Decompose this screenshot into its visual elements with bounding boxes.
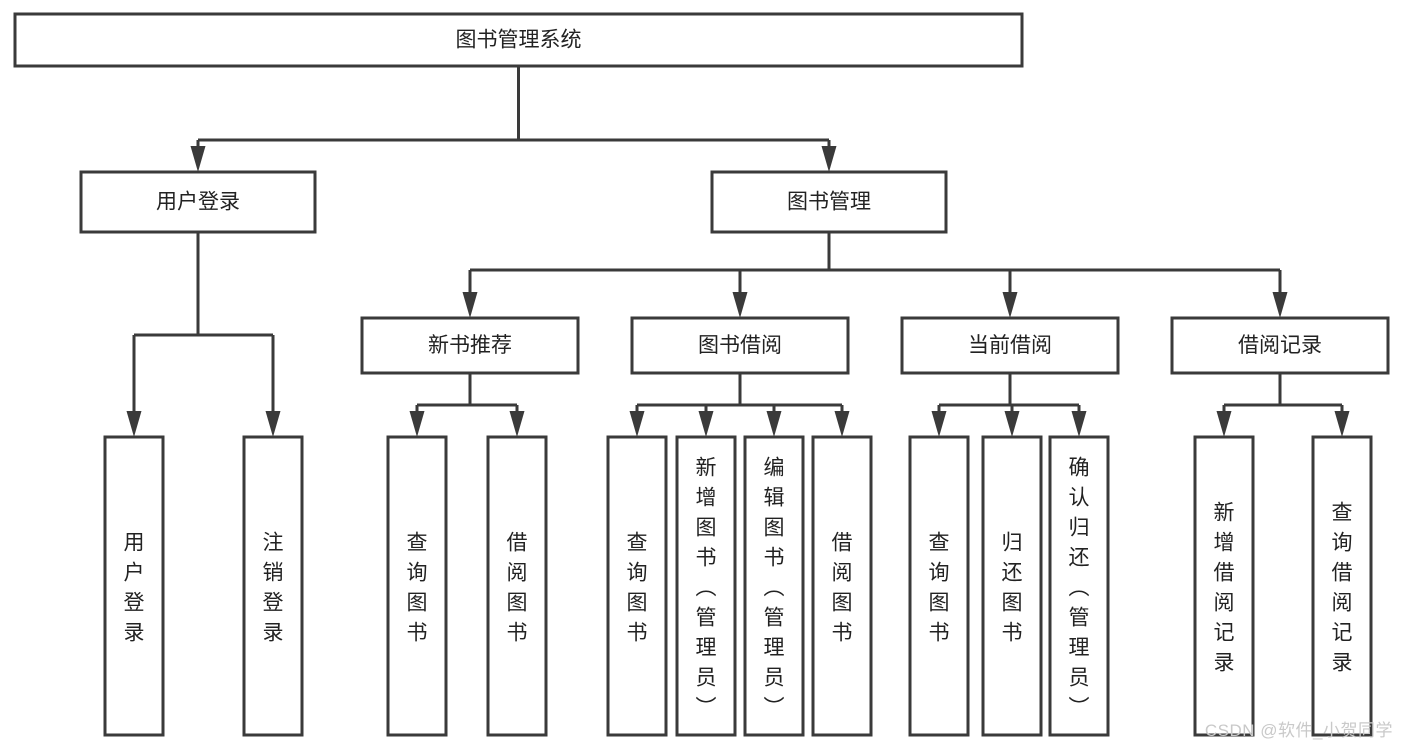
node-label: 图书管理系统 (456, 29, 582, 52)
node-user-login[interactable]: 用户登录 (79, 170, 317, 234)
node-label: 注销登录 (263, 531, 284, 644)
node-label: 图书管理 (787, 191, 871, 214)
node-box[interactable] (1311, 435, 1373, 737)
node-label: 图书借阅 (698, 334, 782, 357)
node-box[interactable] (1170, 316, 1390, 375)
node-box[interactable] (675, 435, 737, 737)
connector-group-book-manage (462, 232, 1288, 318)
node-box[interactable] (606, 435, 668, 737)
node-leaf-user-login[interactable]: 用户登录 (103, 435, 165, 737)
node-box[interactable] (486, 435, 548, 737)
arrowhead-icon (1002, 292, 1018, 318)
arrowhead-icon (1071, 411, 1087, 437)
node-label: 借阅图书 (832, 531, 853, 644)
node-box[interactable] (811, 435, 873, 737)
connector-group-user-login (126, 232, 281, 437)
node-book-manage[interactable]: 图书管理 (710, 170, 948, 234)
node-box[interactable] (710, 170, 948, 234)
arrowhead-icon (1216, 411, 1232, 437)
node-new-book-recommend[interactable]: 新书推荐 (360, 316, 580, 375)
node-box[interactable] (360, 316, 580, 375)
node-current-borrow[interactable]: 当前借阅 (900, 316, 1120, 375)
node-book-borrow[interactable]: 图书借阅 (630, 316, 850, 375)
connector-group-root (190, 66, 837, 172)
connector-layer (126, 66, 1350, 437)
connector-group-current-borrow (931, 373, 1087, 437)
node-label: 查询图书 (407, 531, 428, 644)
arrowhead-icon (698, 411, 714, 437)
arrowhead-icon (821, 146, 837, 172)
node-leaf-borrow-book-rec[interactable]: 借阅图书 (486, 435, 548, 737)
node-label: 新书推荐 (428, 334, 512, 357)
node-label: 归还图书 (1002, 531, 1023, 644)
node-box[interactable] (386, 435, 448, 737)
node-box[interactable] (908, 435, 970, 737)
node-box[interactable] (900, 316, 1120, 375)
node-box[interactable] (1048, 435, 1110, 737)
arrowhead-icon (126, 411, 142, 437)
node-leaf-add-book[interactable]: 新增图书︵管理员︶ (675, 435, 737, 737)
arrowhead-icon (409, 411, 425, 437)
arrowhead-icon (732, 292, 748, 318)
node-label: 新增借阅记录 (1214, 501, 1235, 674)
arrowhead-icon (1334, 411, 1350, 437)
node-box[interactable] (630, 316, 850, 375)
arrowhead-icon (265, 411, 281, 437)
connector-group-borrow-record (1216, 373, 1350, 437)
node-layer: 图书管理系统用户登录图书管理新书推荐图书借阅当前借阅借阅记录用户登录注销登录查询… (13, 12, 1390, 737)
arrowhead-icon (629, 411, 645, 437)
node-box[interactable] (79, 170, 317, 234)
connector-group-book-borrow (629, 373, 850, 437)
arrowhead-icon (834, 411, 850, 437)
node-borrow-record[interactable]: 借阅记录 (1170, 316, 1390, 375)
connector-group-new-book-recommend (409, 373, 525, 437)
node-label: 编辑图书︵管理员︶ (764, 456, 785, 719)
node-leaf-edit-book[interactable]: 编辑图书︵管理员︶ (743, 435, 805, 737)
node-leaf-logout[interactable]: 注销登录 (242, 435, 304, 737)
node-leaf-query-book-rec[interactable]: 查询图书 (386, 435, 448, 737)
node-box[interactable] (103, 435, 165, 737)
node-label: 当前借阅 (968, 334, 1052, 357)
node-label: 新增图书︵管理员︶ (696, 456, 717, 719)
node-label: 借阅图书 (507, 531, 528, 644)
arrowhead-icon (1004, 411, 1020, 437)
node-leaf-borrow-book[interactable]: 借阅图书 (811, 435, 873, 737)
node-label: 确认归还︵管理员︶ (1069, 456, 1090, 719)
node-label: 用户登录 (156, 191, 240, 214)
arrowhead-icon (1272, 292, 1288, 318)
node-label: 查询图书 (929, 531, 950, 644)
arrowhead-icon (462, 292, 478, 318)
node-label: 用户登录 (124, 531, 145, 644)
node-leaf-query-book-borrow[interactable]: 查询图书 (606, 435, 668, 737)
node-label: 查询图书 (627, 531, 648, 644)
node-root[interactable]: 图书管理系统 (13, 12, 1024, 68)
node-leaf-confirm-return[interactable]: 确认归还︵管理员︶ (1048, 435, 1110, 737)
node-box[interactable] (981, 435, 1043, 737)
node-leaf-query-borrow-record[interactable]: 查询借阅记录 (1311, 435, 1373, 737)
node-box[interactable] (743, 435, 805, 737)
node-box[interactable] (1193, 435, 1255, 737)
node-leaf-query-book-current[interactable]: 查询图书 (908, 435, 970, 737)
arrowhead-icon (509, 411, 525, 437)
node-box[interactable] (13, 12, 1024, 68)
arrowhead-icon (190, 146, 206, 172)
arrowhead-icon (931, 411, 947, 437)
node-label: 借阅记录 (1238, 334, 1322, 357)
node-leaf-add-borrow-record[interactable]: 新增借阅记录 (1193, 435, 1255, 737)
node-leaf-return-book[interactable]: 归还图书 (981, 435, 1043, 737)
node-box[interactable] (242, 435, 304, 737)
arrowhead-icon (766, 411, 782, 437)
node-label: 查询借阅记录 (1332, 501, 1353, 674)
